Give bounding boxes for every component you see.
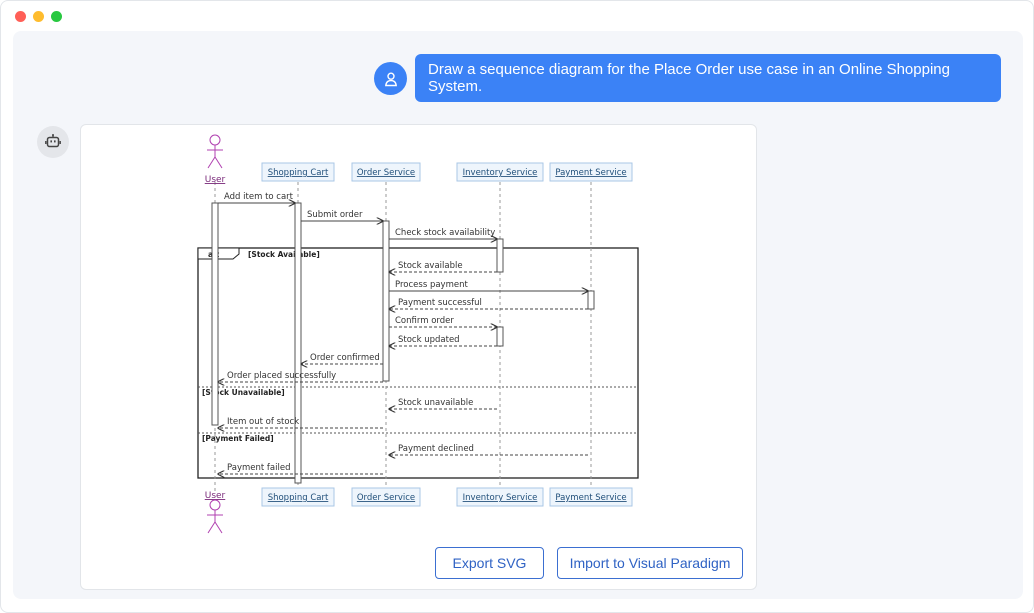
export-svg-button[interactable]: Export SVG <box>435 547 544 579</box>
sequence-diagram: alt[Stock Available][Stock Unavailable][… <box>197 134 639 534</box>
message-label-payment-declined: Payment declined <box>398 444 474 454</box>
import-visual-paradigm-button[interactable]: Import to Visual Paradigm <box>557 547 743 579</box>
message-label-add-item-to-cart: Add item to cart <box>224 192 294 202</box>
activation-bar <box>211 202 219 426</box>
participant-inventory-service-bottom-label: Inventory Service <box>463 493 538 503</box>
activation-bar <box>587 290 595 310</box>
maximize-window-dot[interactable] <box>51 11 62 22</box>
message-label-submit-order: Submit order <box>307 210 363 220</box>
participant-shopping-cart-bottom-label: Shopping Cart <box>268 493 329 503</box>
participant-payment-service-bottom-box <box>549 487 633 507</box>
message-label-stock-unavailable: Stock unavailable <box>398 398 473 408</box>
participant-shopping-cart-top-box <box>261 162 335 182</box>
message-label-payment-successful: Payment successful <box>398 298 482 308</box>
minimize-window-dot[interactable] <box>33 11 44 22</box>
message-label-stock-available: Stock available <box>398 261 463 271</box>
participant-order-service-bottom-box <box>351 487 421 507</box>
participant-inventory-service-top-label: Inventory Service <box>463 168 538 178</box>
guard-payment-failed: [Payment Failed] <box>202 434 274 443</box>
participant-order-service-top-label: Order Service <box>357 168 415 178</box>
bot-response-card: alt[Stock Available][Stock Unavailable][… <box>80 124 757 590</box>
actor-leg <box>207 521 216 534</box>
participant-shopping-cart-bottom-box <box>261 487 335 507</box>
message-label-payment-failed: Payment failed <box>227 463 290 473</box>
window-controls <box>15 11 62 22</box>
bot-avatar <box>37 126 69 158</box>
participant-user-bottom-label: User <box>205 491 226 501</box>
participant-payment-service-bottom-label: Payment Service <box>555 493 626 503</box>
robot-icon <box>45 134 61 148</box>
participant-payment-service-top-box <box>549 162 633 182</box>
user-icon <box>384 71 397 86</box>
guard-stock-available: [Stock Available] <box>248 250 320 259</box>
actor-user-bottom-icon <box>207 499 223 534</box>
activation-bar <box>496 238 504 273</box>
participant-inventory-service-top-box <box>456 162 544 182</box>
activation-bar <box>496 326 504 347</box>
message-label-check-stock-availability: Check stock availability <box>395 228 495 238</box>
participant-shopping-cart-top-label: Shopping Cart <box>268 168 329 178</box>
user-message-text: Draw a sequence diagram for the Place Or… <box>428 61 950 95</box>
chat-area: Draw a sequence diagram for the Place Or… <box>13 31 1023 599</box>
participant-inventory-service-bottom-box <box>456 487 544 507</box>
actor-head <box>209 134 221 146</box>
actor-leg <box>214 521 223 534</box>
guard-stock-unavailable: [Stock Unavailable] <box>202 388 285 397</box>
activation-bar <box>382 220 390 382</box>
message-label-order-confirmed: Order confirmed <box>310 353 380 363</box>
user-message-bubble: Draw a sequence diagram for the Place Or… <box>415 54 1001 102</box>
actor-leg <box>214 156 223 169</box>
participant-user-top-label: User <box>205 175 226 185</box>
close-window-dot[interactable] <box>15 11 26 22</box>
message-label-process-payment: Process payment <box>395 280 468 290</box>
actor-user-top-icon <box>207 134 223 169</box>
participant-order-service-top-box <box>351 162 421 182</box>
message-label-order-placed-successfully: Order placed successfully <box>227 371 336 381</box>
message-label-confirm-order: Confirm order <box>395 316 454 326</box>
participant-order-service-bottom-label: Order Service <box>357 493 415 503</box>
actor-leg <box>207 156 216 169</box>
message-label-stock-updated: Stock updated <box>398 335 460 345</box>
activation-bar <box>294 202 302 484</box>
user-avatar <box>374 62 407 95</box>
alt-fragment-frame <box>197 247 639 479</box>
participant-payment-service-top-label: Payment Service <box>555 168 626 178</box>
actor-head <box>209 499 221 511</box>
message-label-item-out-of-stock: Item out of stock <box>227 417 299 427</box>
